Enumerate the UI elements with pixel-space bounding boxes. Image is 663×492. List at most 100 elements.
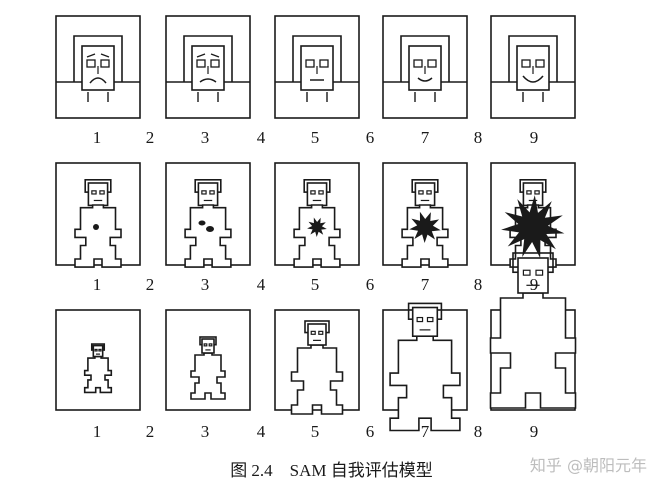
figure-head-eye	[418, 190, 424, 195]
scale-number: 3	[201, 422, 210, 441]
figure-head-eye	[534, 190, 540, 195]
valence-panel-7	[382, 15, 468, 119]
hair-outline	[508, 35, 558, 82]
figure-head-eye	[318, 190, 324, 195]
scale-number: 2	[146, 128, 155, 147]
scale-number: 9	[530, 128, 539, 147]
panel-frame	[274, 15, 360, 119]
mouth	[89, 77, 107, 84]
eye-left	[86, 59, 96, 68]
figure-head-eye	[526, 190, 532, 195]
panel-frame	[274, 162, 360, 266]
scale-number: 9	[530, 275, 539, 294]
figure-body	[74, 204, 122, 268]
arousal-panel-7	[382, 162, 468, 268]
scale-number: 4	[257, 275, 266, 294]
panel-frame	[55, 309, 141, 411]
figure-head-face	[201, 338, 215, 354]
scale-number: 1	[93, 275, 102, 294]
eye-left	[305, 59, 315, 68]
figure-head-eye	[310, 330, 316, 335]
scale-number: 1	[93, 422, 102, 441]
hair-outline	[73, 35, 123, 82]
figure-body	[83, 355, 113, 394]
panel-frame	[382, 15, 468, 119]
dominance-panel-1	[55, 309, 141, 411]
dominance-panel-3	[165, 309, 251, 411]
figure-head-face	[307, 323, 327, 346]
scale-number: 3	[201, 128, 210, 147]
valence-panel-3	[165, 15, 251, 119]
scale-number: 8	[474, 422, 483, 441]
eye-right	[535, 59, 545, 68]
scale-number: 8	[474, 128, 483, 147]
scale-number: 7	[421, 422, 430, 441]
figure-body	[489, 292, 577, 409]
figure-head-eye	[91, 190, 97, 195]
eye-right	[100, 59, 110, 68]
figure-caption: 图 2.4 SAM 自我评估模型	[230, 461, 433, 480]
arousal-panel-3	[165, 162, 251, 268]
scale-number: 6	[366, 275, 375, 294]
scale-number: 5	[311, 275, 320, 294]
figure-head-eye	[522, 269, 531, 276]
figure-head-eye	[426, 316, 434, 323]
scale-number: 3	[201, 275, 210, 294]
scale-number: 1	[93, 128, 102, 147]
scale-number: 8	[474, 275, 483, 294]
scale-number: 6	[366, 422, 375, 441]
brow-right	[210, 53, 220, 58]
dominance-panel-9	[489, 252, 577, 411]
arousal-panel-1	[55, 162, 141, 268]
scale-number: 7	[421, 275, 430, 294]
panel-frame	[55, 15, 141, 119]
panel-frame	[490, 15, 576, 119]
figure-head-eye	[203, 343, 208, 347]
figure-head-eye	[201, 190, 207, 195]
figure-head-eye	[318, 330, 324, 335]
scale-number: 6	[366, 128, 375, 147]
panel-frame	[165, 162, 251, 266]
figure-head-eye	[310, 190, 316, 195]
arousal-dot	[206, 226, 214, 232]
valence-panel-5	[274, 15, 360, 119]
figure-head-eye	[209, 190, 215, 195]
arousal-burst	[409, 211, 441, 243]
figure-body	[184, 204, 232, 268]
figure-head-face	[411, 306, 439, 338]
arousal-burst	[307, 217, 327, 237]
dominance-panel-7	[382, 302, 468, 432]
dominance-panel-5	[274, 309, 360, 415]
figure-head-eye	[99, 190, 105, 195]
eye-right	[319, 59, 329, 68]
brow-left	[86, 53, 96, 58]
hair-outline	[400, 35, 450, 82]
scale-number: 5	[311, 422, 320, 441]
eye-right	[427, 59, 437, 68]
figure-head-face	[92, 344, 104, 358]
figure-head-eye	[98, 348, 102, 352]
eye-right	[210, 59, 220, 68]
figure-body	[290, 344, 344, 415]
mouth	[417, 77, 433, 82]
eye-left	[521, 59, 531, 68]
panel-frame	[274, 309, 360, 411]
mouth	[199, 78, 217, 83]
figure-body	[389, 335, 461, 432]
panel-frame	[382, 162, 468, 266]
figure-head-eye	[416, 316, 424, 323]
panel-frame	[165, 15, 251, 119]
arousal-dot	[93, 224, 99, 230]
scale-number: 7	[421, 128, 430, 147]
scale-number: 9	[530, 422, 539, 441]
eye-left	[413, 59, 423, 68]
figure-head-eye	[535, 269, 544, 276]
brow-left	[196, 53, 206, 58]
figure-head-eye	[426, 190, 432, 195]
figure-body	[190, 352, 226, 400]
arousal-burst	[501, 195, 565, 259]
scale-number: 5	[311, 128, 320, 147]
scale-number: 2	[146, 422, 155, 441]
figure-head-eye	[208, 343, 213, 347]
